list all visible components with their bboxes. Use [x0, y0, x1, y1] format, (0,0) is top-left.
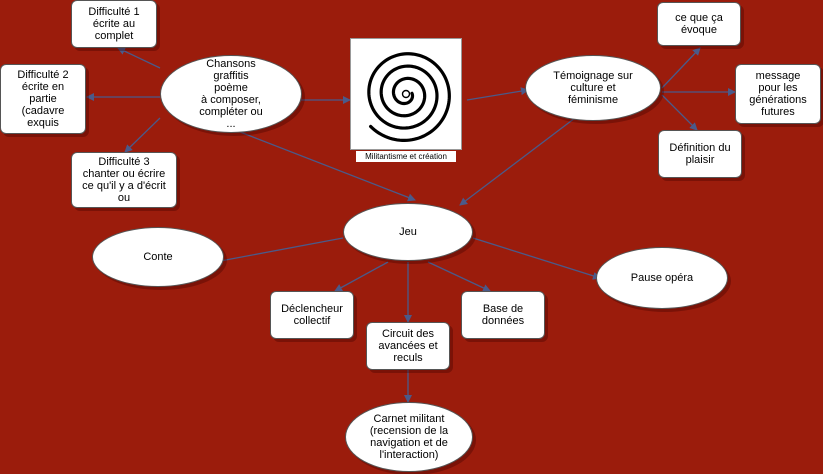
node-declencheur-collectif[interactable]: Déclencheur collectif [270, 291, 354, 339]
edge-group [86, 47, 736, 403]
node-base-de-donnees[interactable]: Base de données [461, 291, 545, 339]
node-difficulte-1-label: Difficulté 1 écrite au complet [88, 6, 140, 42]
node-difficulte-3[interactable]: Difficulté 3 chanter ou écrire ce qu'il … [71, 152, 177, 208]
node-difficulte-1[interactable]: Difficulté 1 écrite au complet [71, 0, 157, 48]
node-ce-que-ca-evoque-label: ce que ça évoque [675, 12, 723, 36]
node-carnet-militant[interactable]: Carnet militant (recension de la navigat… [345, 402, 473, 472]
node-chansons[interactable]: Chansons graffitis poème à composer, com… [160, 55, 302, 133]
edge-arrow-8 [234, 129, 416, 202]
node-ce-que-ca-evoque[interactable]: ce que ça évoque [657, 2, 741, 46]
spiral-image-node [350, 38, 462, 150]
edge-arrow-11 [472, 237, 601, 280]
node-conte[interactable]: Conte [92, 227, 224, 287]
node-pause-opera-label: Pause opéra [630, 272, 694, 284]
node-temoignage[interactable]: Témoignage sur culture et féminisme [525, 55, 661, 121]
node-difficulte-2-label: Difficulté 2 écrite en partie (cadavre e… [17, 69, 69, 129]
edge-arrow-5 [661, 47, 701, 89]
node-definition-plaisir-label: Définition du plaisir [669, 142, 731, 166]
node-difficulte-2[interactable]: Difficulté 2 écrite en partie (cadavre e… [0, 64, 86, 134]
node-chansons-label: Chansons graffitis poème à composer, com… [199, 58, 263, 130]
edge-arrow-9 [459, 117, 576, 206]
node-difficulte-3-label: Difficulté 3 chanter ou écrire ce qu'il … [82, 156, 166, 204]
node-circuit-avancees[interactable]: Circuit des avancées et reculs [366, 322, 450, 370]
node-jeu-label: Jeu [399, 226, 417, 238]
node-circuit-avancees-label: Circuit des avancées et reculs [378, 328, 438, 364]
node-declencheur-collectif-label: Déclencheur collectif [281, 303, 343, 327]
node-jeu[interactable]: Jeu [343, 203, 473, 261]
edge-arrow-7 [661, 94, 698, 131]
edge-arrow-12 [334, 261, 389, 292]
node-conte-label: Conte [143, 251, 173, 263]
node-pause-opera[interactable]: Pause opéra [596, 247, 728, 309]
edge-arrow-1 [466, 87, 529, 101]
node-carnet-militant-label: Carnet militant (recension de la navigat… [369, 413, 449, 461]
edge-arrow-10 [214, 237, 344, 265]
node-temoignage-label: Témoignage sur culture et féminisme [553, 70, 633, 106]
edge-arrow-2 [117, 47, 161, 69]
image-caption: Militantisme et création [356, 151, 456, 162]
spiral-icon [367, 52, 451, 143]
edge-arrow-4 [124, 117, 161, 153]
node-base-de-donnees-label: Base de données [481, 303, 525, 327]
node-message-generations-label: message pour les générations futures [749, 70, 807, 118]
node-definition-plaisir[interactable]: Définition du plaisir [658, 130, 742, 178]
edge-arrow-14 [427, 261, 491, 292]
node-message-generations[interactable]: message pour les générations futures [735, 64, 821, 124]
